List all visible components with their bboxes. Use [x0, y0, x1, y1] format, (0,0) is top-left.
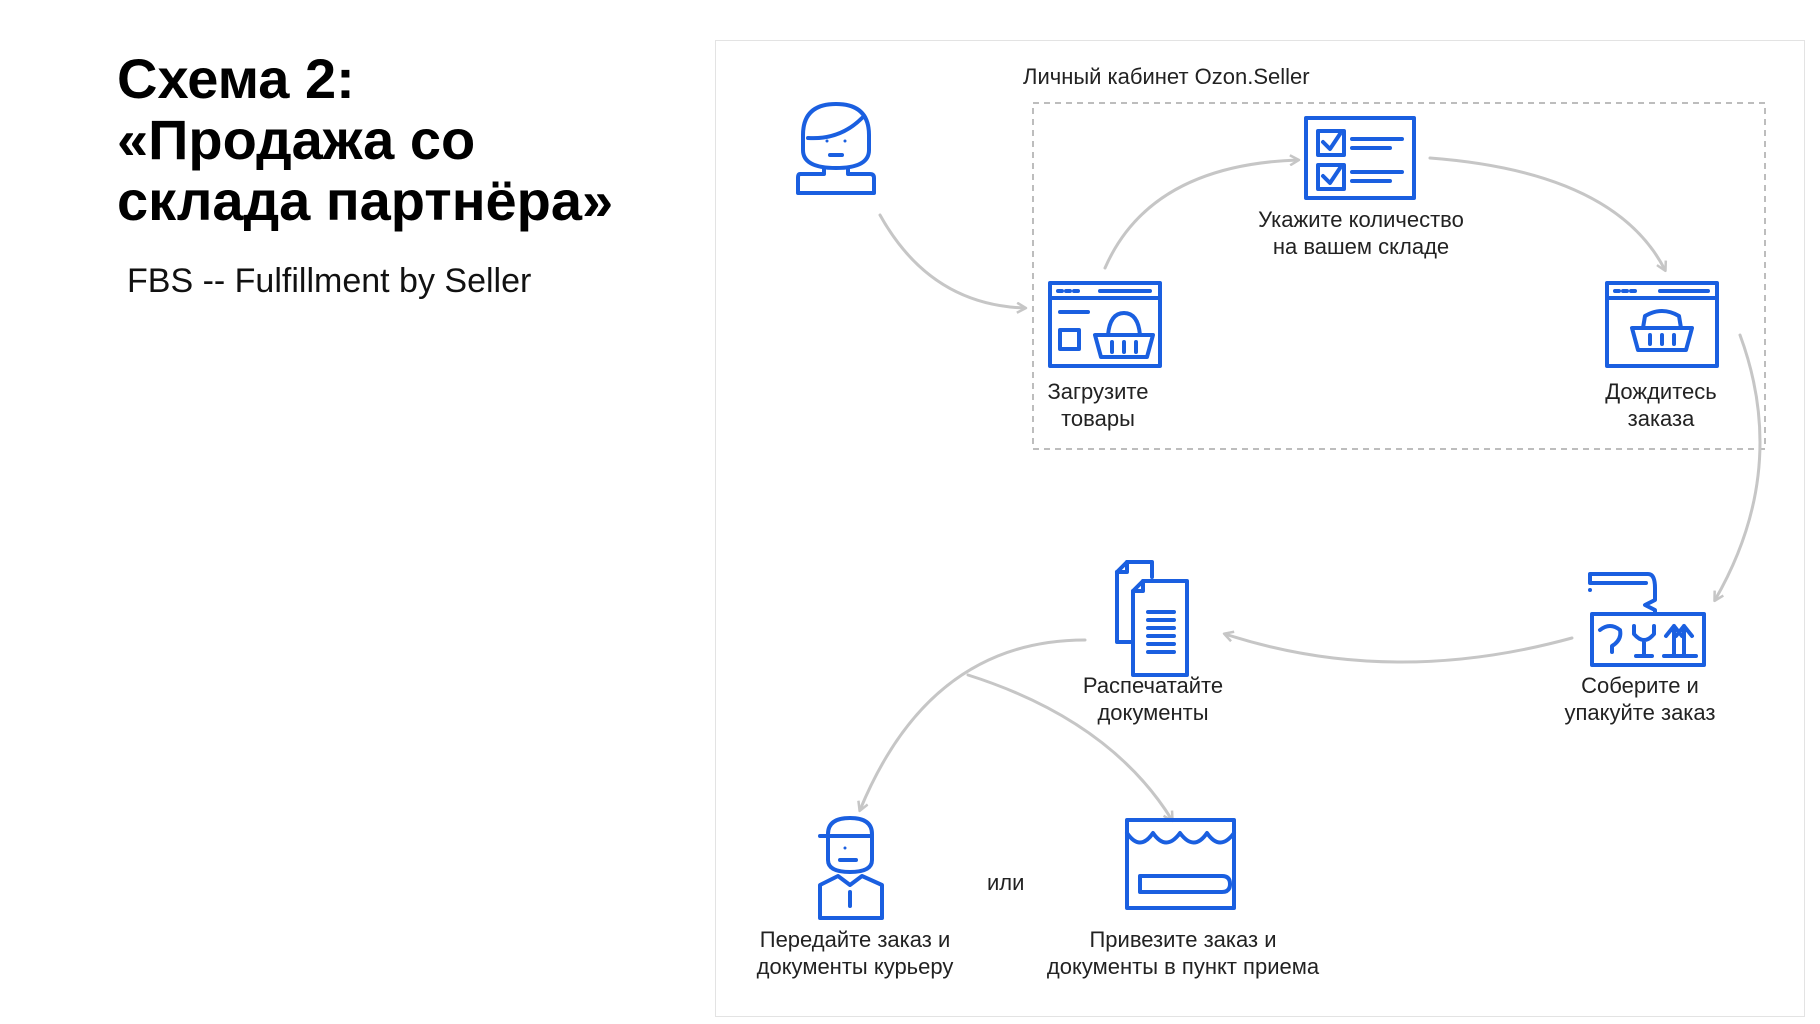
cabinet-box	[1032, 102, 1766, 450]
catalog-basket-icon	[1048, 281, 1162, 368]
arrow-upload-to-quantity	[1103, 160, 1298, 270]
step-pack-label: Соберите и упакуйте заказ	[1564, 673, 1716, 725]
arrow-wait-to-pack	[1715, 333, 1762, 600]
step-wait-label: Дождитесь заказа	[1605, 379, 1717, 431]
arrow-quantity-to-wait	[1428, 156, 1665, 270]
package-icon	[1588, 572, 1706, 667]
arrow-pack-to-print	[1225, 634, 1574, 664]
step-quantity-label: Укажите количество на вашем складе	[1258, 207, 1464, 259]
step-courier-label: Передайте заказ и документы курьеру	[756, 927, 954, 979]
pickup-point-icon	[1125, 818, 1236, 910]
documents-icon	[1115, 560, 1189, 677]
step-pickup-label: Привезите заказ и документы в пункт прие…	[1046, 927, 1320, 979]
arrow-print-to-courier	[860, 638, 1087, 810]
step-upload-label: Загрузите товары	[1047, 379, 1149, 431]
courier-icon	[818, 816, 884, 920]
or-label: или	[987, 870, 1025, 895]
arrow-print-to-pickup	[966, 673, 1172, 820]
page-subtitle: FBS -- Fulfillment by Seller	[127, 262, 532, 300]
title-line-1: Схема 2:	[117, 47, 355, 110]
title-line-2: «Продажа со	[117, 108, 476, 171]
page-title: Схема 2: «Продажа со склада партнёра»	[117, 48, 677, 231]
arrow-user-to-upload	[878, 213, 1025, 308]
checklist-icon	[1304, 116, 1416, 200]
order-basket-icon	[1605, 281, 1719, 368]
cabinet-label: Личный кабинет Ozon.Seller	[1023, 64, 1310, 89]
user-icon	[796, 102, 876, 195]
step-print-label: Распечатайте документы	[1082, 673, 1224, 725]
title-line-3: склада партнёра»	[117, 169, 614, 232]
diagram-panel	[715, 40, 1805, 1017]
flow-arrows	[860, 156, 1762, 820]
